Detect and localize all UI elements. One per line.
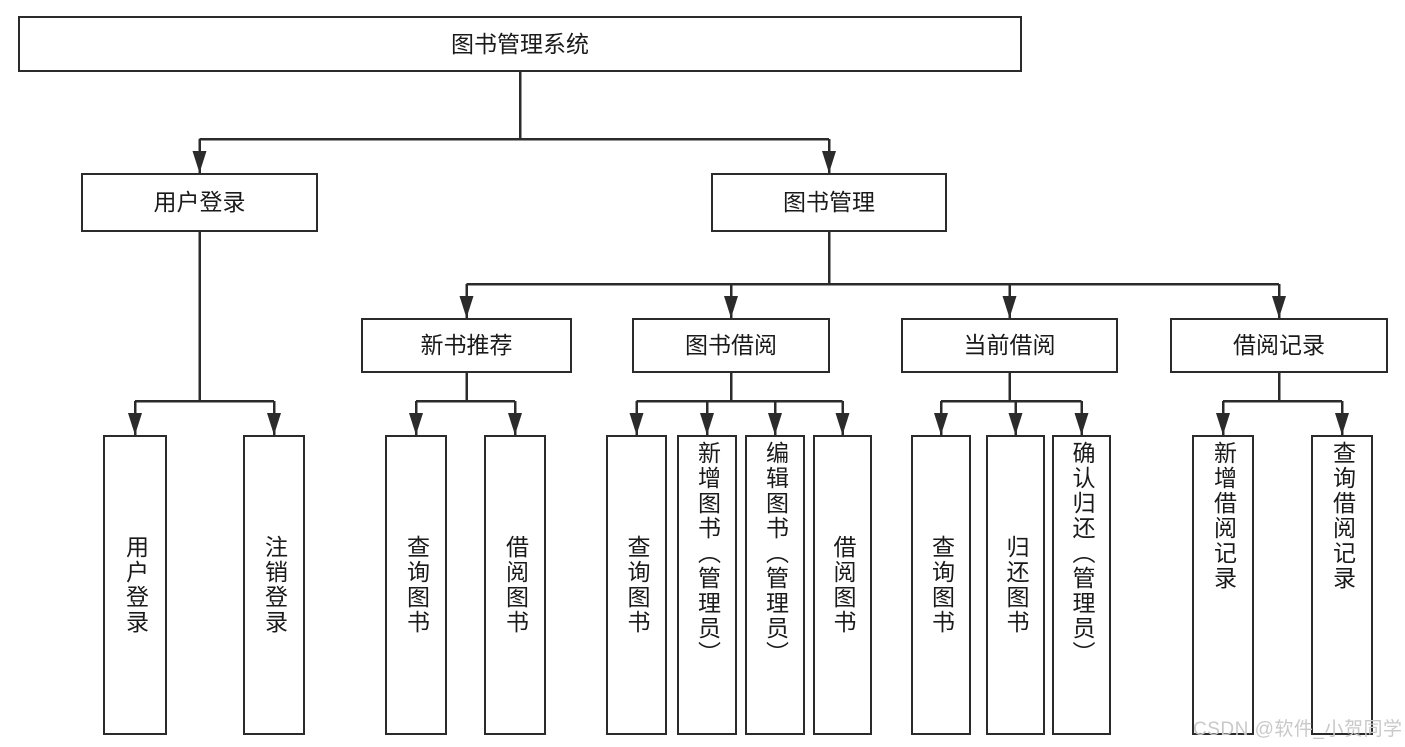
node-label: 注销登录: [261, 535, 288, 635]
node-leaf-nb-borrow: 借阅图书: [484, 435, 546, 735]
node-label: 用户登录: [153, 189, 246, 216]
node-label: 当前借阅: [963, 332, 1056, 359]
node-label: 借阅图书: [502, 535, 529, 635]
node-leaf-logout: 注销登录: [243, 435, 305, 735]
node-leaf-bk-query: 查询图书: [606, 435, 667, 735]
node-label: 归还图书: [1003, 535, 1029, 635]
node-label: 确认归还（管理员）: [1069, 441, 1095, 666]
node-current: 当前借阅: [901, 318, 1118, 373]
node-leaf-bk-borrow: 借阅图书: [813, 435, 872, 735]
node-label: 编辑图书（管理员）: [762, 441, 789, 666]
node-label: 借阅图书: [830, 535, 856, 635]
node-borrow: 图书借阅: [632, 318, 830, 373]
node-leaf-bk-add: 新增图书（管理员）: [677, 435, 737, 735]
node-label: 图书借阅: [685, 332, 777, 359]
node-label: 新增图书（管理员）: [694, 441, 721, 666]
node-newbook: 新书推荐: [361, 318, 572, 373]
node-leaf-rc-add: 新增借阅记录: [1192, 435, 1254, 735]
node-leaf-login: 用户登录: [103, 435, 167, 735]
node-root: 图书管理系统: [18, 16, 1022, 72]
node-leaf-cu-confirm: 确认归还（管理员）: [1052, 435, 1111, 735]
node-label: 图书管理系统: [451, 30, 589, 57]
node-label: 查询图书: [928, 535, 955, 635]
node-leaf-bk-edit: 编辑图书（管理员）: [745, 435, 805, 735]
node-leaf-nb-query: 查询图书: [385, 435, 447, 735]
node-label: 查询图书: [624, 535, 650, 635]
node-label: 用户登录: [122, 535, 149, 635]
node-leaf-rc-query: 查询借阅记录: [1311, 435, 1373, 735]
node-label: 图书管理: [783, 189, 875, 216]
node-label: 查询借阅记录: [1329, 441, 1356, 591]
node-label: 新书推荐: [420, 332, 513, 359]
node-label: 借阅记录: [1233, 332, 1325, 359]
csdn-watermark: CSDN @软件_小贺同学: [1193, 719, 1403, 740]
node-leaf-cu-return: 归还图书: [986, 435, 1045, 735]
node-label: 新增借阅记录: [1210, 441, 1237, 591]
node-records: 借阅记录: [1170, 318, 1388, 373]
node-login: 用户登录: [81, 173, 318, 232]
node-leaf-cu-query: 查询图书: [911, 435, 971, 735]
node-bookmgmt: 图书管理: [711, 173, 947, 232]
node-label: 查询图书: [403, 535, 430, 635]
